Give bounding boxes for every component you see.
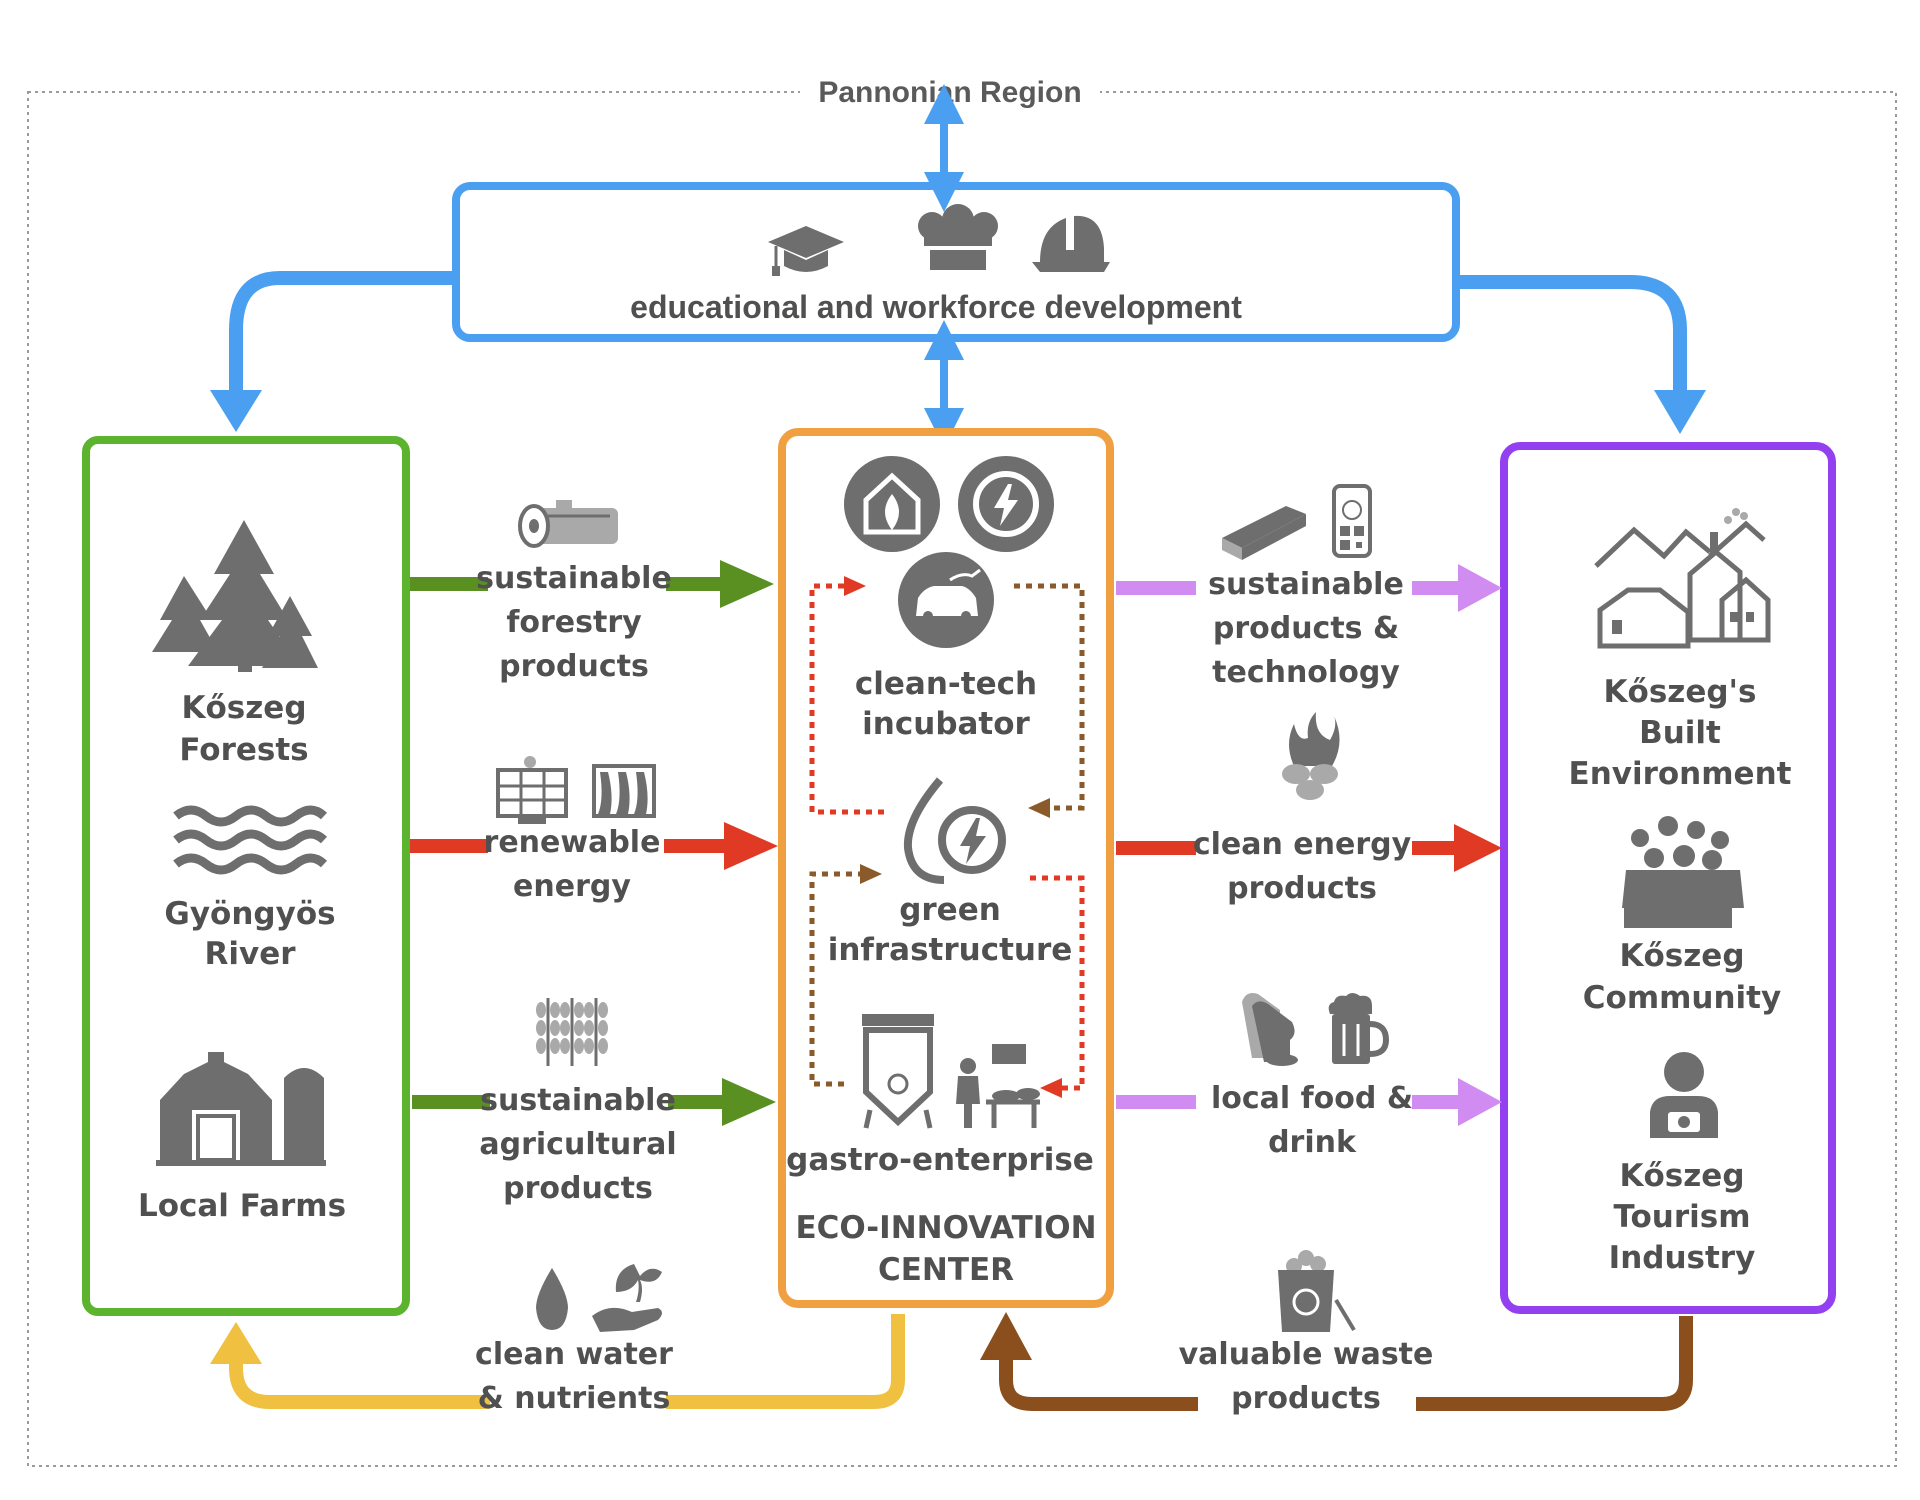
wheat-icon: [536, 998, 608, 1066]
internal-loop-brown-top: [1014, 583, 1085, 818]
renewable-power-icon: [958, 456, 1054, 552]
chef-serving-icon: [956, 1044, 1040, 1128]
beer-mug-icon: [1328, 993, 1390, 1064]
farms-label: Local Farms: [138, 1188, 346, 1224]
clean-water-label: clean water& nutrients: [475, 1337, 673, 1416]
education-label: educational and workforce development: [630, 289, 1242, 325]
chef-hat-icon: [918, 204, 998, 270]
education-to-left-arrow: [210, 271, 456, 432]
gastro-label: gastro-enterprise: [786, 1142, 1094, 1178]
solar-panel-icon: [496, 756, 568, 824]
smartphone-qr-icon: [1332, 484, 1372, 558]
electric-car-icon: [898, 552, 994, 648]
food-drink-label: local food &drink: [1211, 1081, 1413, 1160]
education-to-right-arrow: [1456, 275, 1706, 434]
hard-hat-icon: [1032, 215, 1110, 272]
firewood-flame-icon: [1282, 712, 1340, 800]
community-people-icon: [1622, 816, 1744, 928]
hydro-dam-icon: [592, 764, 656, 818]
internal-loop-brown-bottom: [809, 864, 882, 1087]
plant-in-hand-icon: [592, 1264, 662, 1332]
internal-loop-red-bottom: [1030, 875, 1085, 1098]
graduation-cap-icon: [768, 226, 844, 276]
river-waves-icon: [173, 805, 328, 875]
region-label: Pannonian Region: [818, 76, 1081, 109]
bread-icon: [1242, 993, 1298, 1066]
water-energy-icon: [903, 777, 1006, 884]
flow-food-drink: local food &drink: [1116, 993, 1502, 1160]
town-buildings-icon: [1594, 508, 1771, 649]
log-icon: [518, 500, 618, 548]
timber-board-icon: [1222, 506, 1306, 560]
flow-clean-water: clean water& nutrients: [210, 1264, 905, 1416]
internal-loop-red-top: [809, 576, 884, 815]
farm-barn-icon: [156, 1052, 326, 1166]
brewing-tank-icon: [862, 1014, 934, 1129]
water-drop-icon: [536, 1268, 568, 1330]
pine-trees-icon: [152, 520, 318, 672]
education-box: educational and workforce development: [452, 182, 1460, 342]
eco-house-icon: [844, 456, 940, 552]
recycling-bin-icon: [1278, 1250, 1356, 1332]
tourist-camera-icon: [1650, 1052, 1718, 1138]
